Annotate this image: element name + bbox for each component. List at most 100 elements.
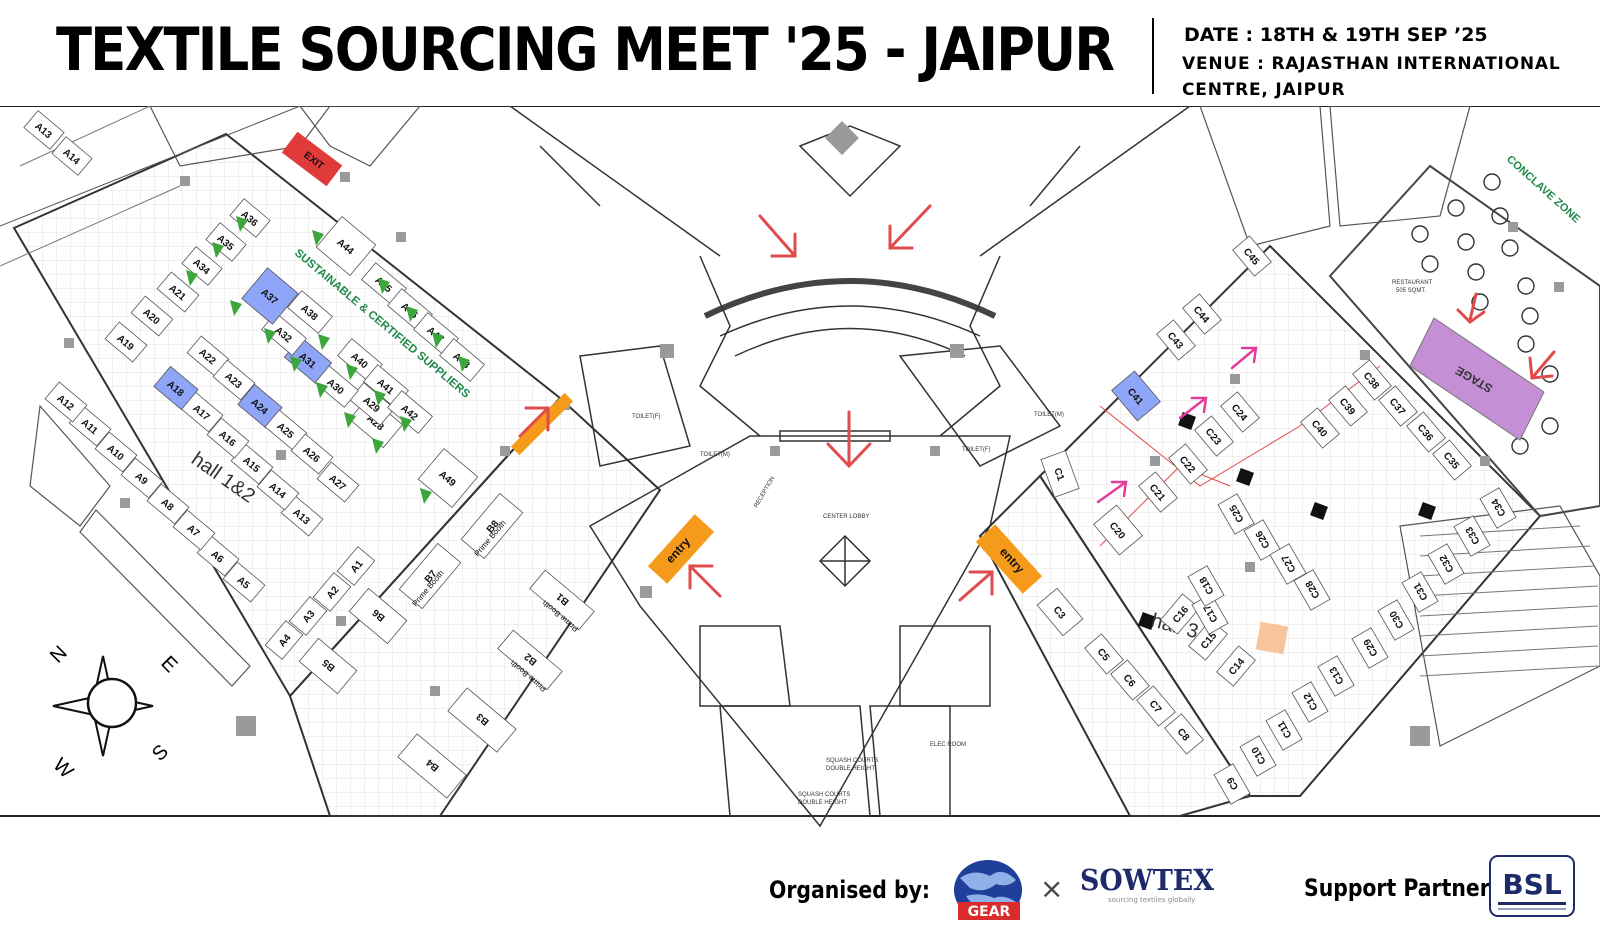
booth-box [1182, 293, 1222, 335]
booth-box [290, 433, 334, 475]
booth-c9: C9 [1213, 763, 1251, 805]
booth-box [398, 542, 462, 610]
booth-c8: C8 [1164, 713, 1204, 755]
direction-arrows [518, 204, 1556, 602]
booth-a14: A14 [51, 136, 93, 176]
booth-box [288, 596, 328, 636]
booth-box [312, 572, 352, 612]
booth-c44: C44 [1182, 293, 1222, 335]
booth-box [1111, 370, 1161, 422]
sowtex-logo: SOWTEX sourcing textiles globally [1080, 863, 1214, 904]
exit-marker: EXIT [281, 131, 343, 187]
booth-box [1136, 685, 1176, 727]
page-title: TEXTILE SOURCING MEET '25 - JAIPUR [56, 15, 1115, 85]
sustainable-marker-15 [406, 306, 418, 322]
reception-label: RECEPTION [754, 476, 777, 509]
booth-box [1377, 599, 1415, 641]
booth-c30: C30 [1377, 599, 1415, 641]
booth-box [397, 733, 467, 799]
entry-marker-left: entry [647, 514, 715, 584]
booth-a21: A21 [156, 271, 200, 313]
booth-c41: C41 [1111, 370, 1161, 422]
booth-box [1378, 385, 1418, 427]
booth-a4: A4 [264, 620, 304, 660]
booth-box [1432, 439, 1472, 481]
booth-c10: C10 [1239, 735, 1277, 777]
booth-b6: B6 [348, 587, 408, 645]
sustainable-marker-6 [316, 382, 328, 398]
booth-b3: B3 [447, 687, 517, 753]
sustainable-marker-7 [344, 412, 356, 428]
toilet-f-label-left: TOILET(F) [632, 414, 661, 420]
booth-a30: A30 [313, 364, 359, 408]
booth-a17: A17 [180, 391, 224, 433]
booth-a37: A37 [241, 267, 299, 325]
booth-box [1479, 487, 1517, 529]
booth-box [1036, 587, 1084, 637]
booth-box [1084, 633, 1124, 675]
booth-b7: B7 [398, 542, 462, 610]
sustainable-marker-8 [372, 438, 384, 454]
booth-box [212, 359, 256, 401]
floor-plan-map: CENTER LOBBY RECEPTION TOILET(F) TOILET(… [0, 105, 1600, 837]
booth-c20: C20 [1093, 504, 1143, 556]
booth-c5: C5 [1084, 633, 1124, 675]
booth-a26: A26 [290, 433, 334, 475]
booth-box [1164, 713, 1204, 755]
sowtex-tagline: sourcing textiles globally [1108, 896, 1195, 904]
compass-w: W [48, 754, 77, 783]
booth-a29: A29 [349, 382, 395, 426]
sustainable-marker-1 [186, 270, 198, 286]
booth-box [1406, 411, 1446, 453]
booth-c39: C39 [1328, 385, 1368, 427]
booth-box [336, 546, 376, 586]
times-sign: × [1040, 872, 1064, 905]
booth-box [1156, 319, 1196, 361]
booth-c24: C24 [1220, 391, 1260, 433]
elec-room-label: ELEC ROOM [930, 742, 966, 748]
toilet-m-label-right: TOILET(M) [1034, 412, 1064, 418]
booth-box [1040, 450, 1080, 498]
booth-c29: C29 [1351, 627, 1389, 669]
booth-box [1194, 415, 1234, 457]
sustainable-marker-10 [346, 364, 358, 380]
sustainable-marker-19 [230, 300, 242, 316]
booth-b8: B8 [460, 492, 524, 560]
booth-c22: C22 [1168, 443, 1208, 485]
sustainable-marker-5 [290, 356, 302, 372]
event-date: DATE : 18TH & 19TH SEP ’25 [1184, 24, 1488, 46]
booth-c36: C36 [1406, 411, 1446, 453]
sowtex-logo-text: SOWTEX [1080, 863, 1214, 897]
booth-c16: C16 [1160, 593, 1200, 635]
booth-box [1213, 763, 1251, 805]
sustainable-marker-13 [312, 230, 324, 246]
booth-c3: C3 [1036, 587, 1084, 637]
booth-c34: C34 [1479, 487, 1517, 529]
booth-a18: A18 [153, 365, 199, 411]
booth-c38: C38 [1352, 359, 1392, 401]
booth-a12: A12 [44, 381, 88, 423]
booth-c43: C43 [1156, 319, 1196, 361]
sustainable-marker-18 [420, 488, 432, 504]
booth-c37: C37 [1378, 385, 1418, 427]
booth-c12: C12 [1291, 681, 1329, 723]
booth-box [1401, 571, 1439, 613]
booth-box [23, 110, 65, 150]
booth-a24: A24 [237, 383, 283, 429]
booth-c6: C6 [1110, 659, 1150, 701]
booths-layer: A1A2A3A4A5A6A7A8A9A10A11A12A13A14A15A16A… [23, 110, 1517, 805]
booth-box [1291, 681, 1329, 723]
toilet-m-label-left: TOILET(M) [700, 452, 730, 458]
compass-e: E [156, 652, 181, 677]
booth-c31: C31 [1401, 571, 1439, 613]
booth-box [298, 637, 358, 695]
booth-box [264, 620, 304, 660]
booth-box [1328, 385, 1368, 427]
squash-label-2: SQUASH COURTS [798, 792, 850, 798]
booth-a14: A14 [256, 469, 300, 511]
stage: STAGE [1409, 317, 1545, 441]
compass-s: S [148, 741, 173, 766]
restaurant-label: RESTAURANT [1392, 280, 1433, 286]
booth-a44: A44 [315, 215, 377, 277]
booth-box [44, 381, 88, 423]
